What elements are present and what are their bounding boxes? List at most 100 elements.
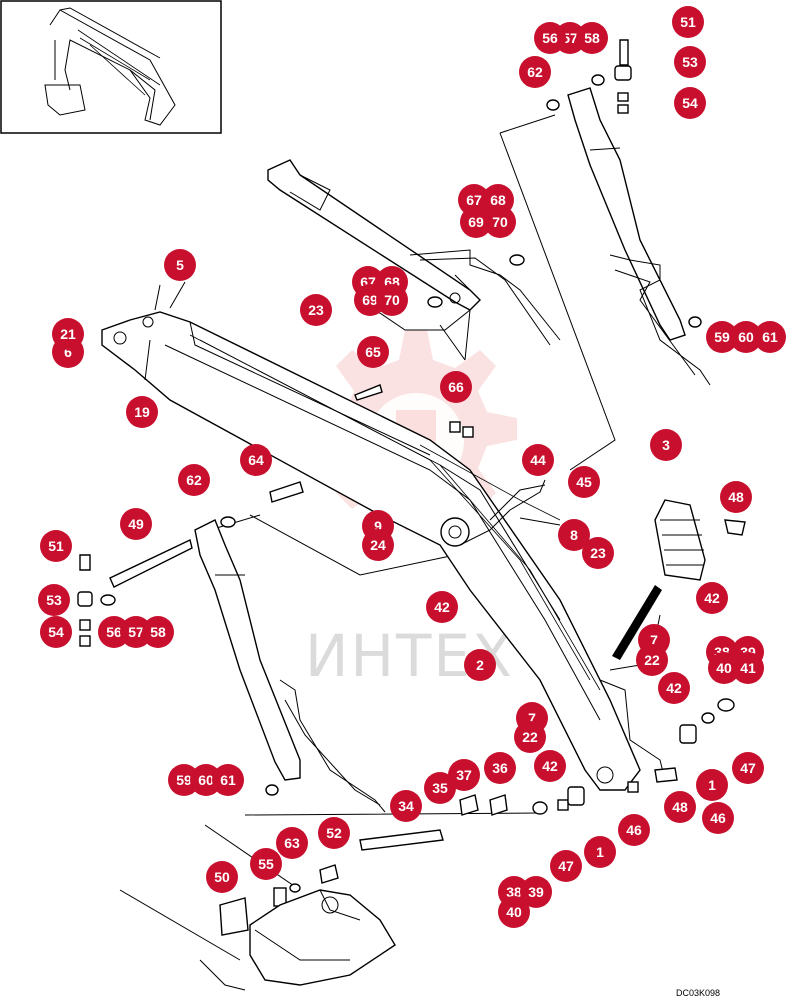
callout-number: 46	[626, 822, 642, 838]
callout-bubble	[460, 206, 492, 238]
callout-35: 35	[424, 772, 456, 804]
callout-number: 54	[48, 624, 64, 640]
callout-55: 55	[250, 848, 282, 880]
callout-number: 37	[456, 767, 472, 783]
callout-number: 55	[258, 856, 274, 872]
callout-40: 40	[498, 896, 530, 928]
callout-44: 44	[522, 444, 554, 476]
callout-bubble	[558, 519, 590, 551]
callout-bubble	[732, 752, 764, 784]
callout-number: 21	[60, 326, 76, 342]
callout-60: 60	[730, 321, 762, 353]
callout-62: 62	[519, 56, 551, 88]
callout-59: 59	[168, 764, 200, 796]
callout-number: 22	[522, 729, 538, 745]
callout-bubble	[120, 508, 152, 540]
callout-61: 61	[212, 764, 244, 796]
callout-bubble	[126, 396, 158, 428]
callout-1: 1	[696, 769, 728, 801]
callout-42: 42	[696, 582, 728, 614]
callout-bubble	[664, 791, 696, 823]
callout-bubble	[164, 249, 196, 281]
callout-bubble	[522, 444, 554, 476]
callout-bubble	[674, 46, 706, 78]
callout-number: 42	[704, 590, 720, 606]
callout-bubble	[142, 616, 174, 648]
callout-number: 60	[738, 329, 754, 345]
callout-47: 47	[550, 850, 582, 882]
callout-54: 54	[674, 87, 706, 119]
callout-46: 46	[702, 802, 734, 834]
callout-number: 62	[527, 64, 543, 80]
callout-number: 52	[326, 825, 342, 841]
callout-number: 58	[584, 30, 600, 46]
callout-37: 37	[448, 759, 480, 791]
callout-number: 69	[362, 292, 378, 308]
callout-bubble	[730, 321, 762, 353]
callout-number: 58	[150, 624, 166, 640]
callout-bubble	[498, 896, 530, 928]
callout-23: 23	[582, 537, 614, 569]
callout-42: 42	[658, 672, 690, 704]
callout-3: 3	[650, 429, 682, 461]
callout-number: 1	[596, 844, 604, 860]
callout-bubble	[514, 721, 546, 753]
callout-bubble	[240, 444, 272, 476]
callout-bubble	[720, 481, 752, 513]
callout-number: 42	[542, 758, 558, 774]
callout-bubble	[212, 764, 244, 796]
callout-53: 53	[38, 584, 70, 616]
callout-42: 42	[426, 591, 458, 623]
callout-bubble	[534, 22, 566, 54]
callout-bubble	[658, 672, 690, 704]
callout-number: 23	[590, 545, 606, 561]
callout-bubble	[696, 582, 728, 614]
callout-number: 19	[134, 404, 150, 420]
callout-bubble	[519, 56, 551, 88]
callout-bubble	[534, 750, 566, 782]
callout-bubble	[354, 284, 386, 316]
hydraulic-lines	[459, 479, 746, 781]
callout-bubble	[584, 836, 616, 868]
base-bracket	[199, 889, 396, 991]
callout-bubble	[52, 318, 84, 350]
callout-bubble	[650, 429, 682, 461]
callout-bubble	[357, 336, 389, 368]
callout-70: 70	[376, 284, 408, 316]
callout-number: 38	[506, 884, 522, 900]
callout-19: 19	[126, 396, 158, 428]
callout-number: 46	[710, 810, 726, 826]
callout-48: 48	[664, 791, 696, 823]
callout-57: 57	[120, 616, 152, 648]
callout-number: 5	[176, 257, 184, 273]
callout-number: 59	[176, 772, 192, 788]
callout-bubble	[362, 529, 394, 561]
callout-bubble	[550, 850, 582, 882]
callout-bubble	[672, 6, 704, 38]
callout-59: 59	[706, 321, 738, 353]
callout-bubble	[636, 644, 668, 676]
callout-bubble	[40, 616, 72, 648]
callout-number: 47	[558, 858, 574, 874]
callout-bubble	[190, 764, 222, 796]
callout-number: 65	[365, 344, 381, 360]
callout-bubble	[178, 464, 210, 496]
callout-bubble	[696, 769, 728, 801]
callout-number: 67	[466, 192, 482, 208]
callout-bubble	[520, 876, 552, 908]
callout-bubble	[754, 321, 786, 353]
callout-50: 50	[206, 861, 238, 893]
callout-bubble	[168, 764, 200, 796]
callout-bubble	[98, 616, 130, 648]
callout-number: 47	[740, 760, 756, 776]
direction-arrow	[612, 585, 662, 660]
callout-number: 2	[476, 657, 484, 673]
callout-number: 1	[708, 777, 716, 793]
callout-54: 54	[40, 616, 72, 648]
callout-52: 52	[318, 817, 350, 849]
callout-41: 41	[732, 652, 764, 684]
callout-bubble	[276, 827, 308, 859]
callout-23: 23	[300, 294, 332, 326]
drawing-code: DC03K098	[676, 988, 720, 998]
